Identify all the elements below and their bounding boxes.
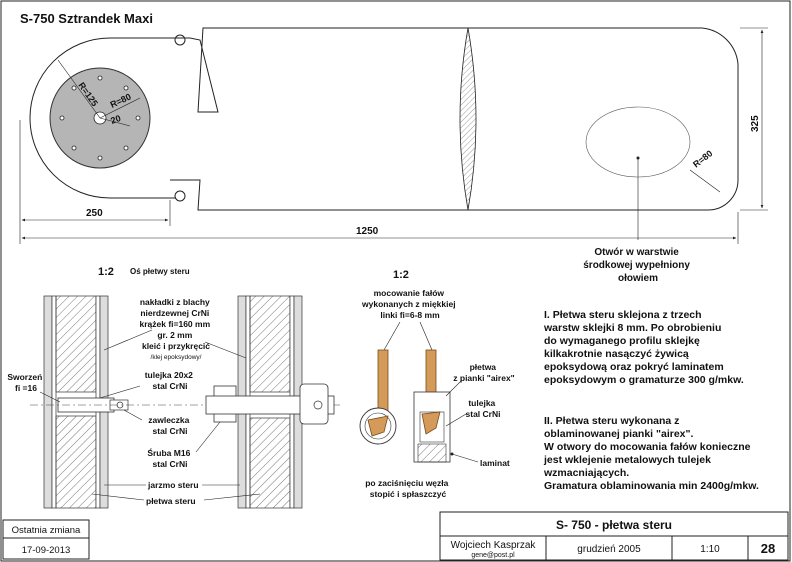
dim-1250: 1250 (356, 226, 379, 237)
line-strand-left (377, 349, 389, 415)
author-name: Wojciech Kasprzak (451, 540, 537, 551)
scale-left: 1:2 (98, 266, 114, 278)
label-tulejka-left: tulejka 20x2 stal CrNi (145, 370, 196, 391)
pin-top (174, 34, 186, 46)
label-pletwa-left: płetwa steru (146, 496, 196, 506)
plywood-left-lower (55, 415, 97, 509)
label-zawleczka: zawleczka stal CrNi (148, 415, 192, 436)
section-lens (459, 27, 477, 211)
pin-bottom (174, 190, 186, 202)
rudder-upper-edge (170, 27, 739, 211)
radius-line-80 (99, 97, 141, 119)
axis-label: Oś płetwy steru (130, 267, 190, 276)
dim-r20: 20 (109, 113, 122, 126)
label-laminat: laminat (480, 458, 510, 468)
lead-hole-note: Otwór w warstwie środkowej wypełniony oł… (583, 247, 692, 284)
plywood-left-upper (55, 295, 97, 393)
revision-block: Ostatnia zmiana 17-09-2013 (2, 519, 90, 560)
label-pletwa-airex: płetwa z pianki "airex" (453, 362, 514, 383)
dim-250: 250 (86, 208, 103, 219)
label-mocowanie: mocowanie fałów wykonanych z miękkiej li… (361, 288, 458, 320)
author-email: gene@post.pl (471, 552, 515, 559)
notes: I. Płetwa steru sklejona z trzech warstw… (543, 309, 759, 492)
sheet-number: 28 (761, 541, 775, 556)
note-1: I. Płetwa steru sklejona z trzech warstw… (543, 309, 744, 386)
drawing-scale: 1:10 (700, 544, 720, 555)
plywood-right-lower (249, 417, 291, 509)
label-zacisnieciu: po zaciśnięciu węzła stopić i spłaszczyć (365, 478, 451, 499)
radius-line-125 (57, 59, 101, 119)
last-change-date: 17-09-2013 (22, 545, 71, 556)
label-nakladki-note: /klej epoksydowy/ (151, 354, 202, 361)
drawing-title: S-750 Sztrandek Maxi (20, 11, 153, 26)
hinge-detail: 1:2 Oś płetwy steru nakładki z blachy ni… (7, 266, 340, 509)
drawing-date: grudzień 2005 (577, 544, 641, 555)
note-2: II. Płetwa steru wykonana z oblaminowane… (543, 415, 759, 492)
scale-right: 1:2 (393, 269, 409, 281)
airex-foam (417, 443, 447, 463)
title-block: S- 750 - płetwa steru Wojciech Kasprzak … (439, 511, 789, 561)
rudder-plan-view: R=125 R=80 20 R=80 325 250 1250 Otwór w … (19, 27, 768, 284)
bolt-holes (59, 75, 141, 161)
plywood-right-upper (249, 295, 291, 393)
last-change-label: Ostatnia zmiana (12, 525, 81, 536)
label-jarzmo: jarzmo steru (147, 480, 199, 490)
knot-right (421, 411, 441, 435)
radius-line-20 (99, 117, 131, 127)
tip-radius-line (689, 169, 721, 193)
knot-left (367, 415, 389, 437)
label-sworzen: Sworzeń fi =16 (7, 372, 44, 393)
label-sruba: Śruba M16 stal CrNi (147, 447, 192, 469)
rudder-head-outline (29, 37, 176, 199)
drawing-name: S- 750 - płetwa steru (556, 518, 672, 532)
halyard-detail: 1:2 mocowanie fałów wykonanych z miękkie… (359, 269, 515, 499)
label-tulejka-right: tulejka stal CrNi (466, 398, 501, 419)
dim-r80-tip: R=80 (691, 148, 714, 169)
label-nakladki: nakładki z blachy nierdzewnej CrNi krąże… (139, 297, 212, 351)
dim-325: 325 (750, 115, 761, 132)
